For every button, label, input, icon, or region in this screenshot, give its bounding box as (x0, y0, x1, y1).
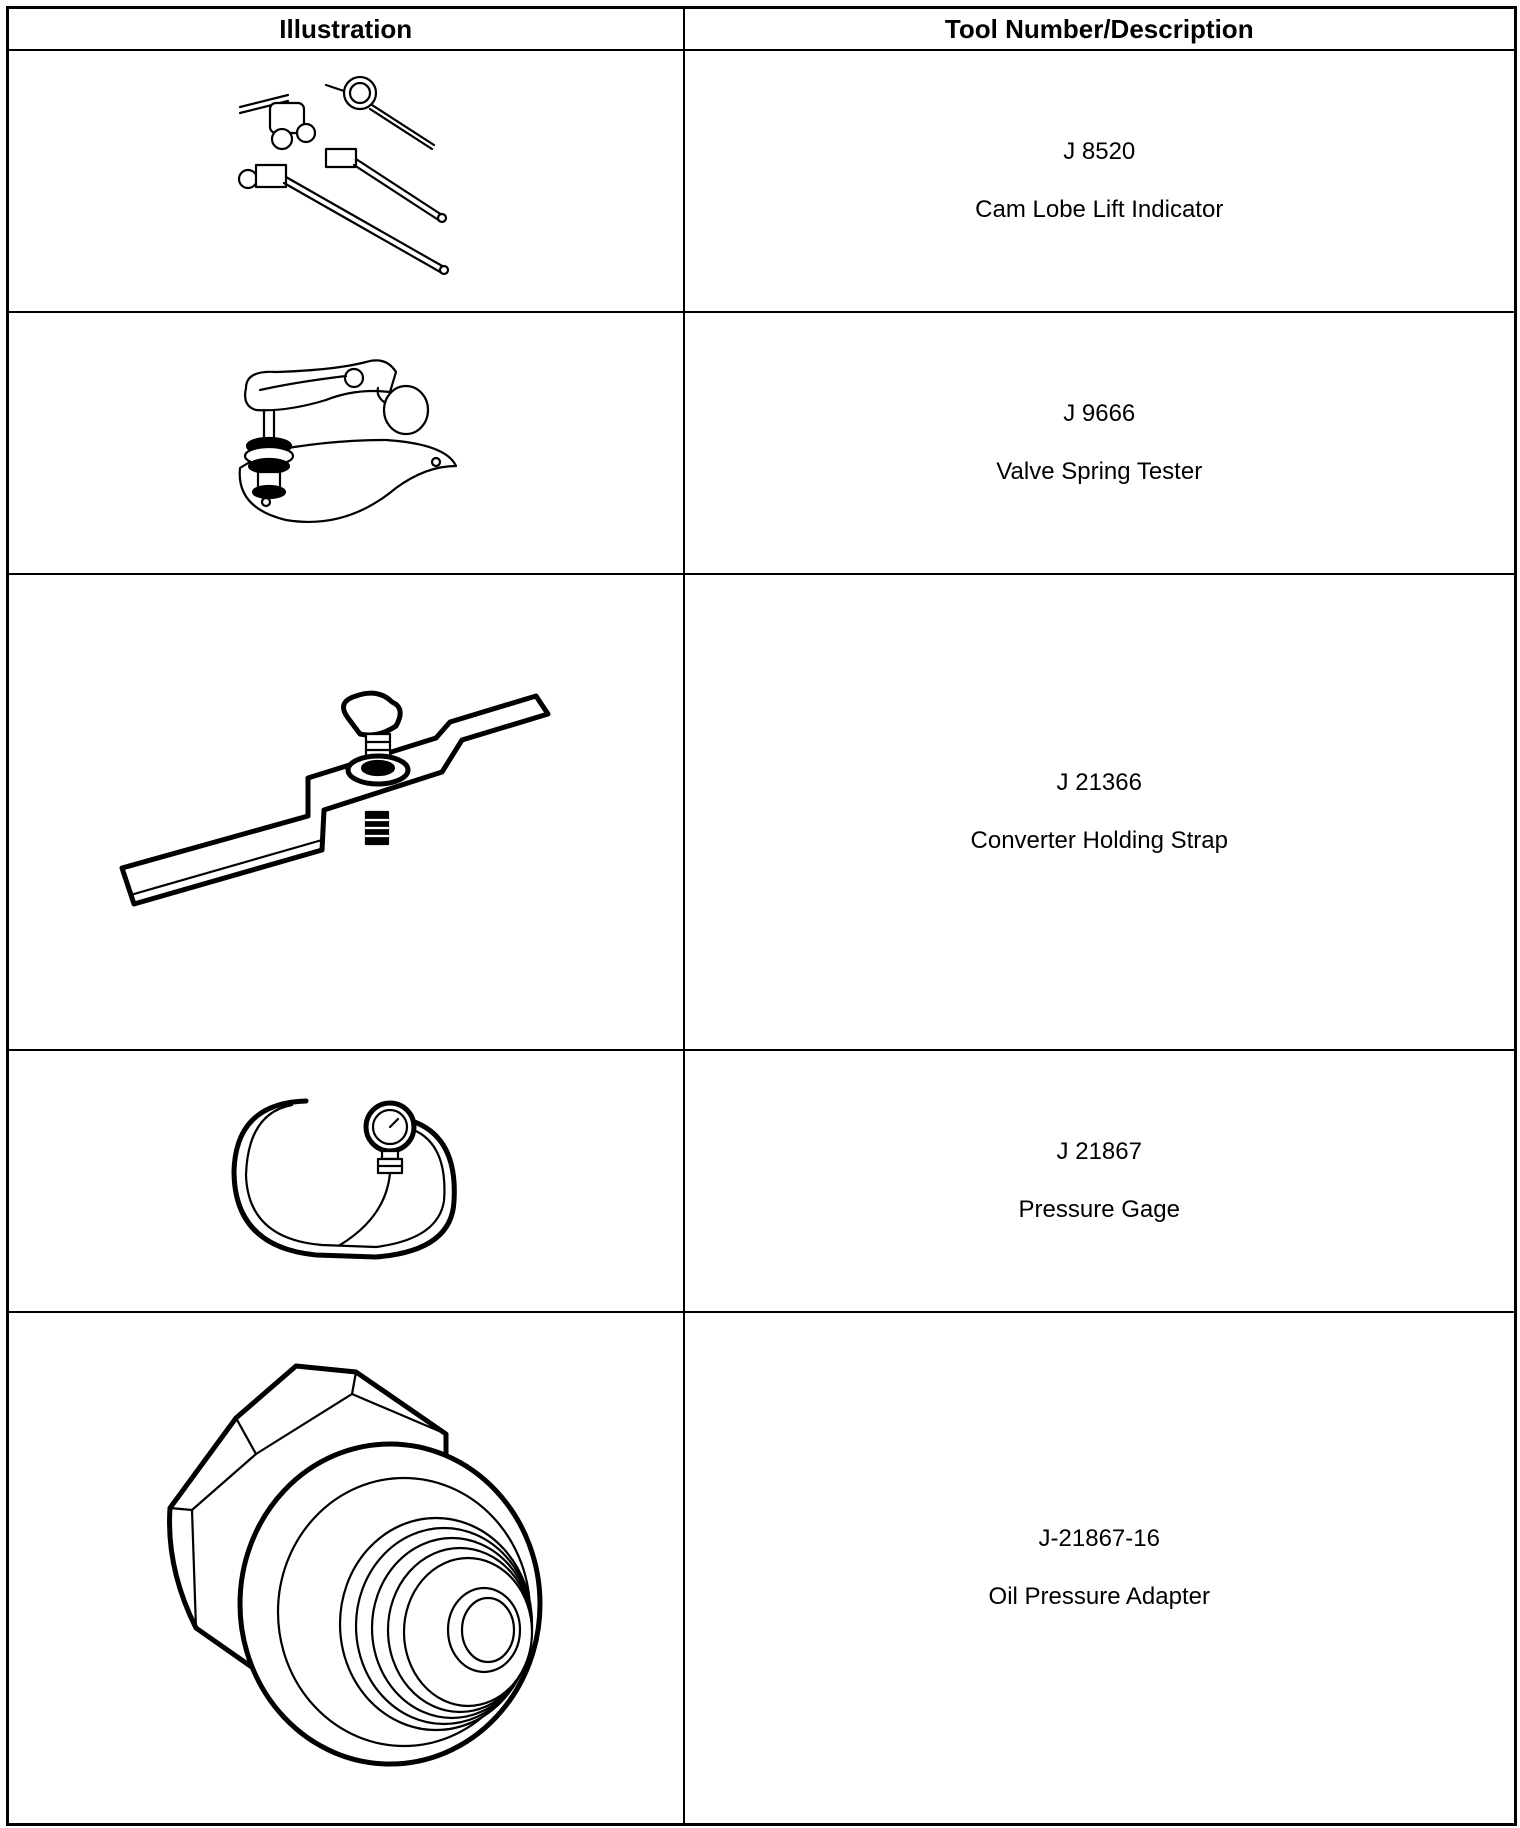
illustration-cell (6, 1049, 685, 1313)
illustration-cell (6, 1311, 685, 1825)
table-row: J-21867-16 Oil Pressure Adapter (6, 1311, 1517, 1825)
tool-number: J 21366 (1056, 769, 1142, 796)
tool-number: J-21867-16 (1038, 1524, 1160, 1552)
tool-number: J 21867 (1056, 1138, 1142, 1165)
description-cell: J 21867 Pressure Gage (682, 1049, 1517, 1313)
valve-spring-tester-icon (238, 359, 457, 523)
header-tool-number-description: Tool Number/Description (682, 6, 1517, 51)
description-cell: J 21366 Converter Holding Strap (682, 573, 1517, 1051)
description-cell: J 8520 Cam Lobe Lift Indicator (682, 49, 1517, 313)
cam-lobe-lift-indicator-icon (237, 75, 449, 276)
tool-description: Oil Pressure Adapter (988, 1582, 1210, 1610)
table-row: J 21867 Pressure Gage (6, 1049, 1517, 1313)
description-cell: J-21867-16 Oil Pressure Adapter (682, 1311, 1517, 1825)
pressure-gage-icon (231, 1098, 457, 1260)
illustration-cell (6, 311, 685, 575)
converter-holding-strap-icon (119, 690, 551, 907)
tool-number: J 9666 (1063, 400, 1136, 427)
table-row: J 8520 Cam Lobe Lift Indicator (6, 49, 1517, 313)
oil-pressure-adapter-icon (166, 1363, 543, 1767)
table-row: J 9666 Valve Spring Tester (6, 311, 1517, 575)
tool-description: Cam Lobe Lift Indicator (975, 196, 1224, 223)
header-illustration: Illustration (6, 6, 685, 51)
table-row: J 21366 Converter Holding Strap (6, 573, 1517, 1051)
illustration-cell (6, 573, 685, 1051)
description-cell: J 9666 Valve Spring Tester (682, 311, 1517, 575)
tool-number: J 8520 (1063, 138, 1136, 165)
header-row: Illustration Tool Number/Description (6, 6, 1517, 51)
tool-description: Pressure Gage (1018, 1196, 1180, 1223)
tool-description: Converter Holding Strap (970, 827, 1228, 854)
illustration-cell (6, 49, 685, 313)
tool-description: Valve Spring Tester (996, 458, 1203, 485)
special-tools-table: Illustration Tool Number/Description (6, 6, 1517, 1826)
